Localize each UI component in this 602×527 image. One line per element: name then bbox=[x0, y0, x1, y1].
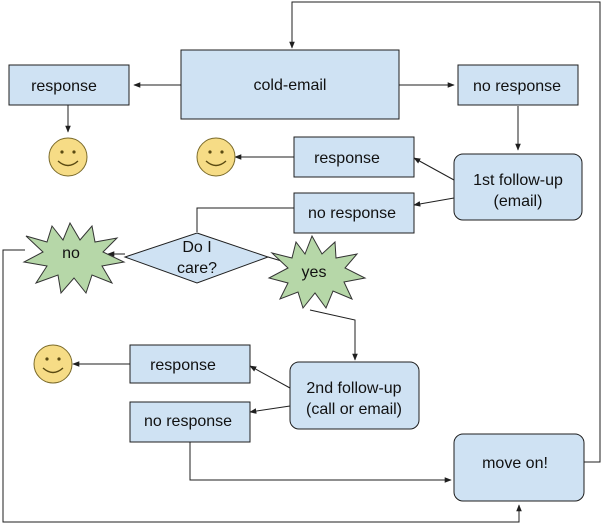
decision-node: Do I care? bbox=[123, 232, 270, 284]
no-response-low-node: no response bbox=[129, 401, 251, 443]
no-burst-node: no bbox=[22, 221, 126, 295]
no-response-low-label: no response bbox=[144, 413, 232, 430]
yes-burst-node: yes bbox=[267, 234, 367, 310]
first-followup-label-line1: 1st follow-up bbox=[473, 172, 563, 189]
arrow-followup1-to-no-response bbox=[413, 197, 455, 207]
move-on-node: move on! bbox=[453, 433, 585, 502]
cold-email-label: cold-email bbox=[254, 77, 327, 94]
response-mid-box bbox=[293, 136, 415, 178]
response-mid-label: response bbox=[314, 150, 380, 167]
no-response-top-box bbox=[457, 64, 579, 106]
yes-starburst bbox=[267, 234, 367, 310]
arrow-no-to-move-on bbox=[2, 249, 522, 523]
response-mid-node: response bbox=[293, 136, 415, 178]
smiley-icon bbox=[196, 137, 236, 177]
decision-diamond bbox=[123, 232, 270, 284]
cold-email-box bbox=[180, 49, 400, 120]
first-followup-node: 1st follow-up (email) bbox=[453, 153, 583, 221]
response-top-box bbox=[8, 64, 130, 106]
no-burst-label: no bbox=[62, 245, 80, 262]
no-response-mid-label: no response bbox=[308, 205, 396, 222]
response-low-label: response bbox=[150, 357, 216, 374]
smiley-icon bbox=[48, 137, 88, 177]
yes-burst-label: yes bbox=[302, 264, 327, 281]
arrow-yes-to-followup2 bbox=[309, 309, 358, 361]
second-followup-label-line1: 2nd follow-up bbox=[306, 380, 401, 397]
arrow-no-response-to-move-on bbox=[189, 442, 452, 483]
no-response-mid-node: no response bbox=[293, 192, 415, 234]
arrow-followup1-to-response bbox=[413, 157, 455, 181]
no-starburst bbox=[22, 221, 126, 295]
second-followup-label-line2: (call or email) bbox=[306, 401, 402, 418]
no-response-top-node: no response bbox=[457, 64, 579, 106]
move-on-box bbox=[453, 433, 585, 502]
cold-email-node: cold-email bbox=[180, 49, 400, 120]
response-top-label: response bbox=[31, 78, 97, 95]
first-followup-label-line2: (email) bbox=[494, 193, 543, 210]
response-top-node: response bbox=[8, 64, 130, 106]
first-followup-box bbox=[453, 153, 583, 221]
no-response-top-label: no response bbox=[473, 78, 561, 95]
second-followup-node: 2nd follow-up (call or email) bbox=[289, 361, 420, 430]
response-low-box bbox=[129, 344, 251, 384]
arrow-followup2-to-no-response bbox=[249, 405, 291, 414]
decision-label-line1: Do I bbox=[182, 239, 211, 256]
smiley-icon bbox=[33, 344, 73, 384]
no-response-low-box bbox=[129, 401, 251, 443]
second-followup-box bbox=[289, 361, 420, 430]
arrow-move-on-to-cold-email bbox=[289, 1, 601, 463]
no-response-mid-box bbox=[293, 192, 415, 234]
move-on-label: move on! bbox=[482, 455, 548, 472]
decision-label-line2: care? bbox=[177, 260, 217, 277]
line-no-response-to-decision bbox=[196, 207, 294, 232]
arrow-followup2-to-response bbox=[249, 365, 291, 389]
response-low-node: response bbox=[129, 344, 251, 384]
